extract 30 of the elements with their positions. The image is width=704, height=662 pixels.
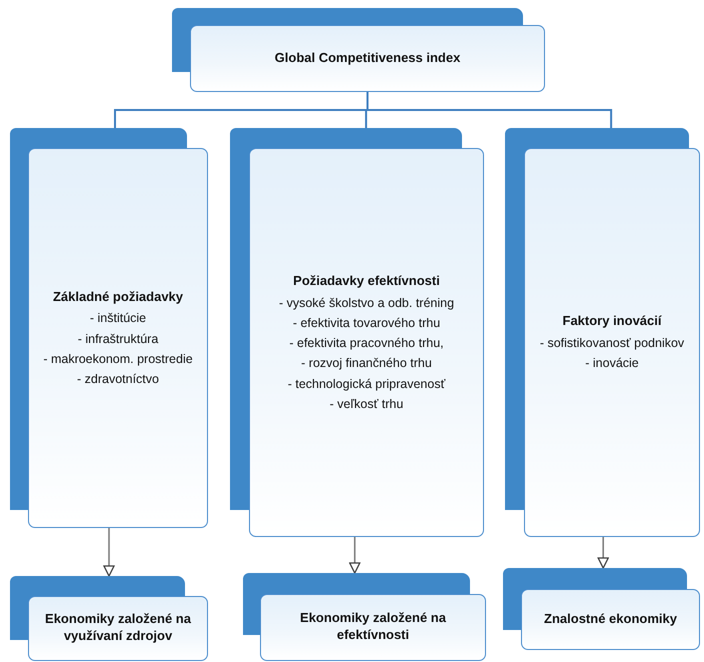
connector-line <box>366 92 612 128</box>
box-heading: Požiadavky efektívnosti <box>293 272 440 290</box>
list-item: - veľkosť trhu <box>330 396 404 412</box>
list-item: - efektivita pracovného trhu, <box>289 335 444 352</box>
box-heading: Ekonomiky založené na využívaní zdrojov <box>44 611 192 645</box>
box-heading: Faktory inovácií <box>562 313 662 330</box>
list-item: - inštitúcie <box>90 310 146 327</box>
arrow <box>103 528 115 577</box>
list-item: - inovácie <box>585 355 639 372</box>
list-item: - infraštruktúra <box>78 330 158 347</box>
process-box <box>505 128 700 537</box>
box-heading: Znalostné ekonomiky <box>544 610 677 628</box>
box-heading: Global Competitiveness index <box>274 50 460 66</box>
box-heading: Ekonomiky založené na efektívnosti <box>299 610 447 644</box>
process-box <box>10 576 208 661</box>
list-item: - zdravotníctvo <box>77 371 159 388</box>
list-item: - rozvoj finančného trhu <box>301 355 432 372</box>
arrow <box>349 537 360 574</box>
arrow <box>598 537 609 569</box>
list-item: - vysoké školstvo a odb. tréning <box>278 294 454 311</box>
process-box <box>243 573 486 661</box>
process-box <box>10 128 208 528</box>
list-item: - efektivita tovarového trhu <box>292 314 440 332</box>
list-item: - technologická pripravenosť <box>288 376 446 392</box>
box-heading: Základné požiadavky <box>52 288 184 306</box>
list-item: - makroekonom. prostredie <box>43 350 193 368</box>
process-box <box>503 568 700 650</box>
process-box <box>230 128 484 537</box>
list-item: - sofistikovanosť podnikov <box>540 335 684 352</box>
process-box <box>172 8 545 92</box>
